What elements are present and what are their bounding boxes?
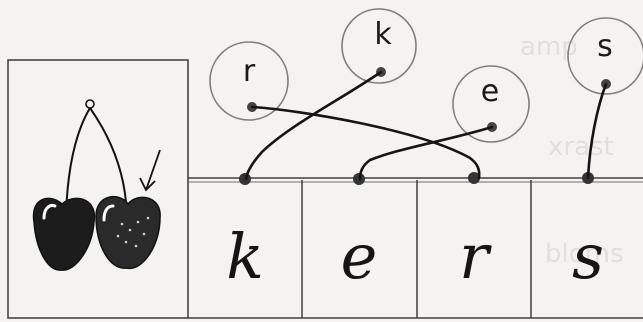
cursive-letter: r xyxy=(459,220,492,293)
connection-lines xyxy=(246,72,606,179)
bubble-letter: r xyxy=(243,54,256,89)
cursive-letter: s xyxy=(572,220,604,293)
cursive-letter: k xyxy=(226,220,264,293)
picture-frame xyxy=(8,60,188,318)
cherry-icon xyxy=(34,100,161,270)
bubble-letter: e xyxy=(481,74,499,109)
cursive-letter: e xyxy=(341,220,378,293)
svg-text:xrast: xrast xyxy=(548,132,614,162)
bubble-letter: k xyxy=(374,17,392,52)
letter-bubble-s: s xyxy=(568,18,643,94)
letter-bubble-e: e xyxy=(453,66,529,142)
bubble-letter: s xyxy=(597,29,613,64)
